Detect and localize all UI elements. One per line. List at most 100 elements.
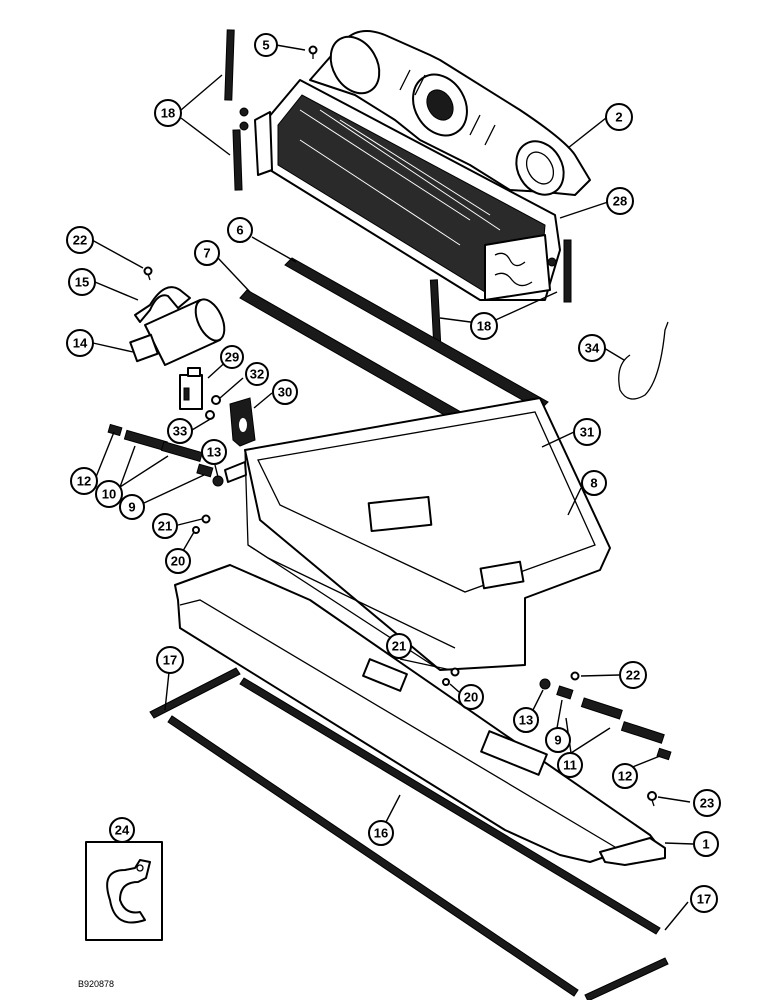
callout-30: 30 bbox=[272, 379, 298, 405]
callout-24-label: 24 bbox=[115, 823, 130, 838]
seal-strip-16-long bbox=[167, 677, 661, 997]
screw-5 bbox=[308, 45, 318, 59]
callout-22-top: 22 bbox=[66, 226, 94, 254]
callout-11: 11 bbox=[557, 752, 583, 778]
callout-17-top: 17 bbox=[156, 646, 184, 674]
callout-7-label: 7 bbox=[203, 246, 210, 261]
callout-12-right: 12 bbox=[612, 763, 638, 789]
callout-8: 8 bbox=[581, 470, 607, 496]
callout-14: 14 bbox=[66, 329, 94, 357]
callout-13-left: 13 bbox=[201, 439, 227, 465]
gasket-strip-18-left bbox=[224, 29, 243, 191]
callout-32-label: 32 bbox=[250, 367, 264, 382]
callout-22-bottom-label: 22 bbox=[626, 668, 640, 683]
callout-21-right: 21 bbox=[386, 633, 412, 659]
callout-16-label: 16 bbox=[374, 826, 388, 841]
callout-13-right: 13 bbox=[513, 707, 539, 733]
callout-8-label: 8 bbox=[590, 476, 597, 491]
callout-14-label: 14 bbox=[73, 336, 88, 351]
callout-22-top-label: 22 bbox=[73, 233, 87, 248]
callout-21-left: 21 bbox=[152, 513, 178, 539]
screw-20-left bbox=[192, 526, 200, 534]
callout-12-left: 12 bbox=[70, 467, 98, 495]
callout-1-label: 1 bbox=[702, 837, 709, 852]
callout-6-label: 6 bbox=[236, 223, 243, 238]
callout-6: 6 bbox=[227, 217, 253, 243]
screw-22-top bbox=[143, 266, 153, 281]
callout-20-left-label: 20 bbox=[171, 554, 185, 569]
cable-tie-34 bbox=[618, 321, 669, 400]
callout-24: 24 bbox=[109, 817, 135, 843]
callout-18-mid: 18 bbox=[470, 312, 498, 340]
callout-28: 28 bbox=[606, 187, 634, 215]
callout-11-label: 11 bbox=[563, 758, 577, 773]
callout-15: 15 bbox=[68, 268, 96, 296]
callout-20-left: 20 bbox=[165, 548, 191, 574]
callout-23-label: 23 bbox=[700, 796, 714, 811]
callout-20-right: 20 bbox=[458, 684, 484, 710]
callout-31: 31 bbox=[573, 418, 601, 446]
callout-20-right-label: 20 bbox=[464, 690, 478, 705]
callout-5: 5 bbox=[254, 33, 278, 57]
callout-7: 7 bbox=[194, 240, 220, 266]
foam-seal-6 bbox=[284, 257, 549, 411]
screw-20-right bbox=[442, 678, 450, 686]
callout-29-label: 29 bbox=[225, 350, 239, 365]
nut-33 bbox=[205, 410, 215, 420]
callout-30-label: 30 bbox=[278, 385, 292, 400]
tube-set-right bbox=[539, 678, 672, 761]
callout-22-bottom: 22 bbox=[619, 661, 647, 689]
callout-33-label: 33 bbox=[173, 424, 187, 439]
callout-31-label: 31 bbox=[580, 425, 594, 440]
callout-18-mid-label: 18 bbox=[477, 319, 491, 334]
callout-32: 32 bbox=[245, 362, 269, 386]
clip-30 bbox=[229, 397, 256, 447]
callout-18-top-label: 18 bbox=[161, 106, 175, 121]
switch-29 bbox=[179, 367, 203, 410]
callout-1: 1 bbox=[693, 831, 719, 857]
callout-5-label: 5 bbox=[262, 38, 269, 53]
callout-33: 33 bbox=[167, 418, 193, 444]
seal-strip-17-upper bbox=[149, 667, 241, 719]
callout-9-right: 9 bbox=[545, 727, 571, 753]
housing-tray-8 bbox=[224, 397, 611, 671]
callout-9-left: 9 bbox=[119, 494, 145, 520]
callout-10-label: 10 bbox=[102, 487, 116, 502]
callout-34: 34 bbox=[578, 334, 606, 362]
callout-13-right-label: 13 bbox=[519, 713, 533, 728]
callout-15-label: 15 bbox=[75, 275, 89, 290]
gasket-strip-18-right bbox=[429, 239, 572, 343]
callout-2-label: 2 bbox=[615, 110, 622, 125]
callout-21-right-label: 21 bbox=[392, 639, 406, 654]
callout-34-label: 34 bbox=[585, 341, 600, 356]
leader-lines bbox=[91, 44, 694, 931]
callout-28-label: 28 bbox=[613, 194, 627, 209]
nut-32 bbox=[211, 395, 221, 405]
callout-29: 29 bbox=[220, 345, 244, 369]
cover-plate-1 bbox=[174, 564, 666, 866]
drawing-code: B920878 bbox=[78, 979, 114, 989]
blower-assembly-2 bbox=[309, 30, 591, 196]
callout-9-left-label: 9 bbox=[128, 500, 135, 515]
seal-strip-17-lower bbox=[584, 957, 669, 1000]
callout-17-bottom: 17 bbox=[690, 885, 718, 913]
bracket-15 bbox=[134, 286, 191, 323]
callout-17-top-label: 17 bbox=[163, 653, 177, 668]
callout-21-left-label: 21 bbox=[158, 519, 172, 534]
callout-18-top: 18 bbox=[154, 99, 182, 127]
callout-13-left-label: 13 bbox=[207, 445, 221, 460]
callout-12-left-label: 12 bbox=[77, 474, 91, 489]
receiver-drier-14 bbox=[129, 298, 226, 366]
tube-set-left bbox=[107, 423, 224, 487]
clamp-inset-24 bbox=[85, 841, 163, 941]
callout-9-right-label: 9 bbox=[554, 733, 561, 748]
callout-23: 23 bbox=[693, 789, 721, 817]
screw-22-bottom bbox=[570, 671, 580, 681]
callout-16: 16 bbox=[368, 820, 394, 846]
callout-10: 10 bbox=[95, 480, 123, 508]
washer-21-right bbox=[450, 667, 460, 677]
heater-core-28 bbox=[239, 79, 561, 301]
screw-23 bbox=[647, 791, 657, 807]
callout-2: 2 bbox=[605, 103, 633, 131]
